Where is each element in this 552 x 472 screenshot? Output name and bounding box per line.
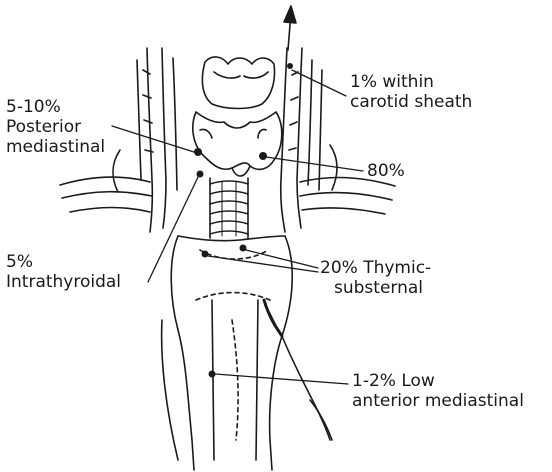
label-intrathyroidal-line2: Intrathyroidal [6, 272, 121, 292]
label-posterior-line1: 5-10% [6, 97, 105, 117]
label-carotid-sheath: 1% within carotid sheath [350, 72, 472, 112]
leader-line-80 [266, 157, 363, 171]
label-posterior-line2: Posterior [6, 117, 105, 137]
mediastinum-body [162, 236, 332, 470]
label-carotid-line2: carotid sheath [350, 92, 472, 112]
label-intrathyroidal: 5% Intrathyroidal [6, 252, 121, 292]
label-eighty-percent: 80% [367, 161, 405, 181]
leader-line-posterior [112, 126, 194, 152]
leader-line-low [215, 374, 348, 384]
leader-line-thymic-2 [246, 250, 318, 268]
subclavian-vessels [60, 145, 395, 214]
label-thymic-line1: 20% Thymic- [320, 258, 431, 278]
thyroid-cartilage [202, 57, 274, 109]
label-low-anterior-mediastinal: 1-2% Low anterior mediastinal [352, 371, 524, 411]
label-low-line1: 1-2% Low [352, 371, 524, 391]
label-carotid-line1: 1% within [350, 72, 472, 92]
thyroid-gland [193, 112, 282, 176]
label-thymic-substernal: 20% Thymic- substernal [320, 258, 431, 298]
neck-vessels [137, 48, 322, 232]
trachea [210, 178, 248, 238]
label-low-line2: anterior mediastinal [352, 391, 524, 411]
label-intrathyroidal-line1: 5% [6, 252, 121, 272]
upward-arrow-icon [284, 6, 296, 50]
label-eighty-text: 80% [367, 161, 405, 181]
label-thymic-line2: substernal [320, 278, 431, 298]
leader-line-intrathyroidal [148, 177, 198, 282]
label-posterior-mediastinal: 5-10% Posterior mediastinal [6, 97, 105, 157]
label-posterior-line3: mediastinal [6, 137, 105, 157]
